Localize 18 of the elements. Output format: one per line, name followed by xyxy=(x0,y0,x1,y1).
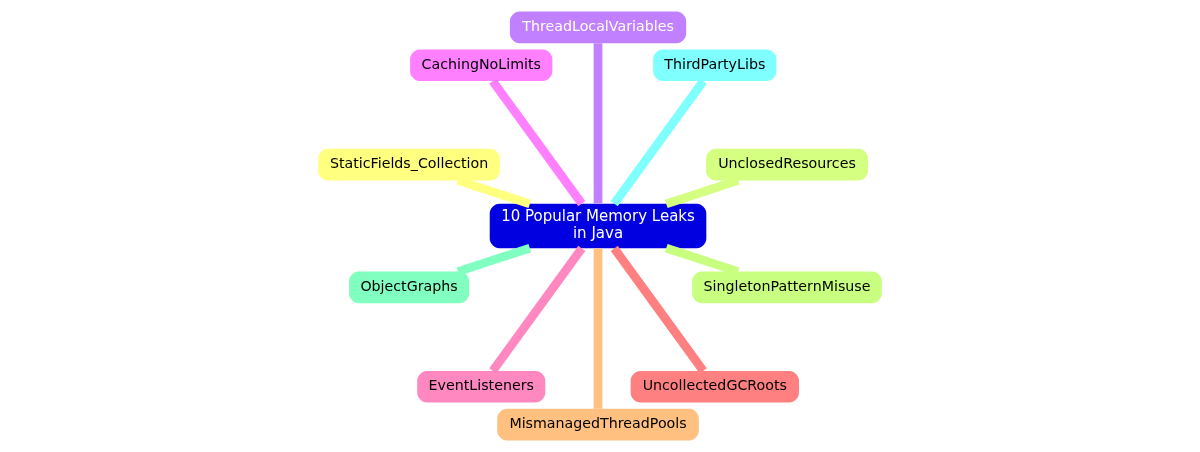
node-box: SingletonPatternMisuse xyxy=(692,271,882,304)
connector xyxy=(456,244,532,276)
connector xyxy=(489,245,586,374)
node-box: ThreadLocalVariables xyxy=(509,11,687,44)
node-box: ObjectGraphs xyxy=(349,271,470,304)
node-box: CachingNoLimits xyxy=(410,49,553,82)
connector xyxy=(593,43,603,204)
node-box: 10 Popular Memory Leaks in Java xyxy=(489,203,707,249)
connector xyxy=(489,78,586,207)
node-box: StaticFields_Collection xyxy=(318,148,500,181)
node-box: EventListeners xyxy=(417,370,546,403)
node-box: MismanagedThreadPools xyxy=(497,408,699,441)
connector xyxy=(610,245,707,374)
node-box: ThirdPartyLibs xyxy=(653,49,777,82)
node-box: UnclosedResources xyxy=(705,148,868,181)
connector xyxy=(610,78,707,207)
connector xyxy=(593,248,603,409)
node-box: UncollectedGCRoots xyxy=(630,370,799,403)
